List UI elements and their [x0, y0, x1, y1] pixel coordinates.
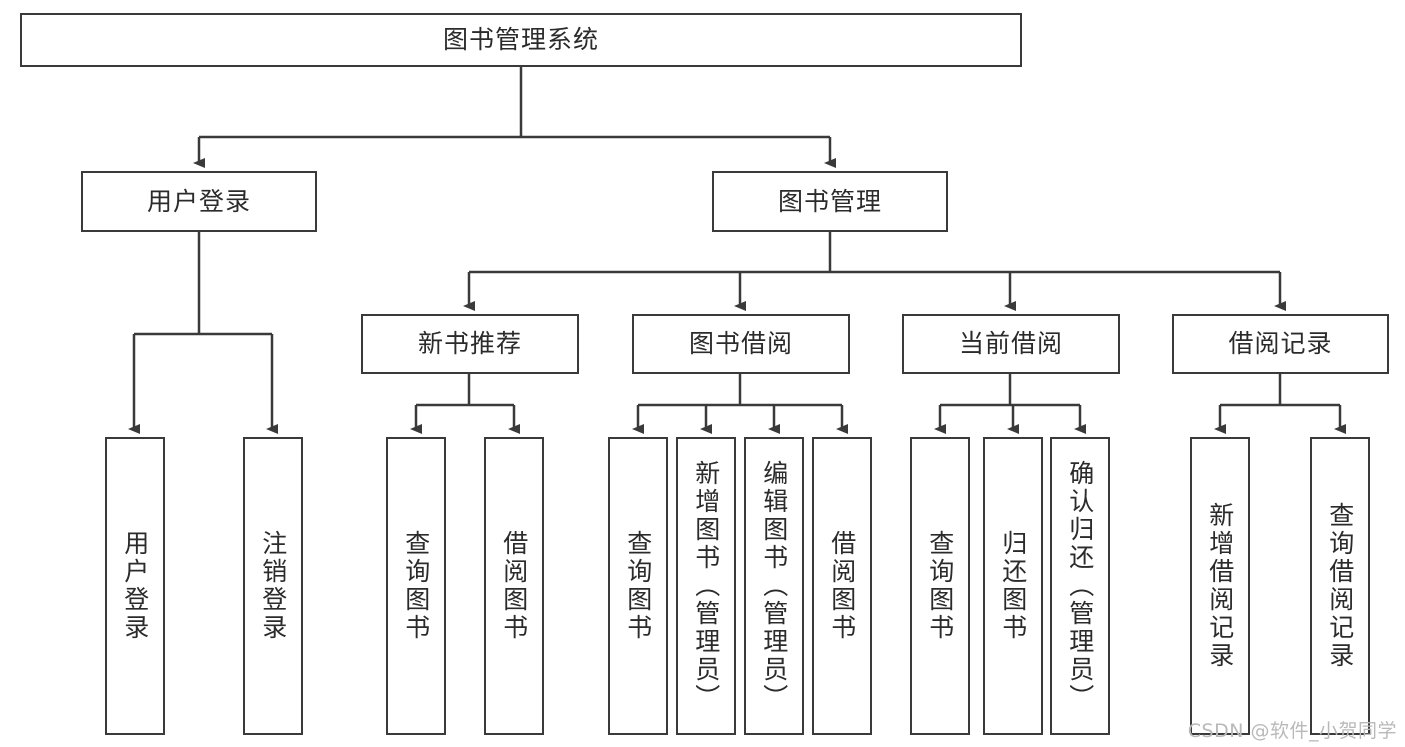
- node-new-book-recommend[interactable]: 新书推荐: [361, 314, 579, 374]
- leaf-logout[interactable]: 注销登录: [243, 437, 303, 735]
- node-root-system[interactable]: 图书管理系统: [20, 13, 1022, 67]
- leaf-query-borrow-record[interactable]: 查询借阅记录: [1310, 437, 1370, 735]
- leaf-user-login[interactable]: 用户登录: [105, 437, 165, 735]
- leaf-borrow-book-bb[interactable]: 借阅图书: [812, 437, 872, 735]
- node-borrow-record[interactable]: 借阅记录: [1172, 314, 1389, 374]
- leaf-borrow-book-nbr[interactable]: 借阅图书: [484, 437, 544, 735]
- leaf-query-book-cb[interactable]: 查询图书: [910, 437, 970, 735]
- watermark-text: CSDN @软件_小贺同学: [1187, 720, 1397, 742]
- node-book-management[interactable]: 图书管理: [712, 171, 948, 232]
- node-user-login[interactable]: 用户登录: [81, 171, 317, 232]
- leaf-return-book[interactable]: 归还图书: [983, 437, 1043, 735]
- leaf-query-book-nbr[interactable]: 查询图书: [386, 437, 446, 735]
- leaf-edit-book-admin[interactable]: 编辑图书（管理员）: [744, 437, 804, 735]
- leaf-query-book-bb[interactable]: 查询图书: [608, 437, 668, 735]
- leaf-add-borrow-record[interactable]: 新增借阅记录: [1190, 437, 1250, 735]
- node-book-borrow[interactable]: 图书借阅: [632, 314, 850, 374]
- leaf-add-book-admin[interactable]: 新增图书（管理员）: [676, 437, 736, 735]
- leaf-confirm-return-admin[interactable]: 确认归还（管理员）: [1050, 437, 1110, 735]
- node-current-borrow[interactable]: 当前借阅: [902, 314, 1120, 374]
